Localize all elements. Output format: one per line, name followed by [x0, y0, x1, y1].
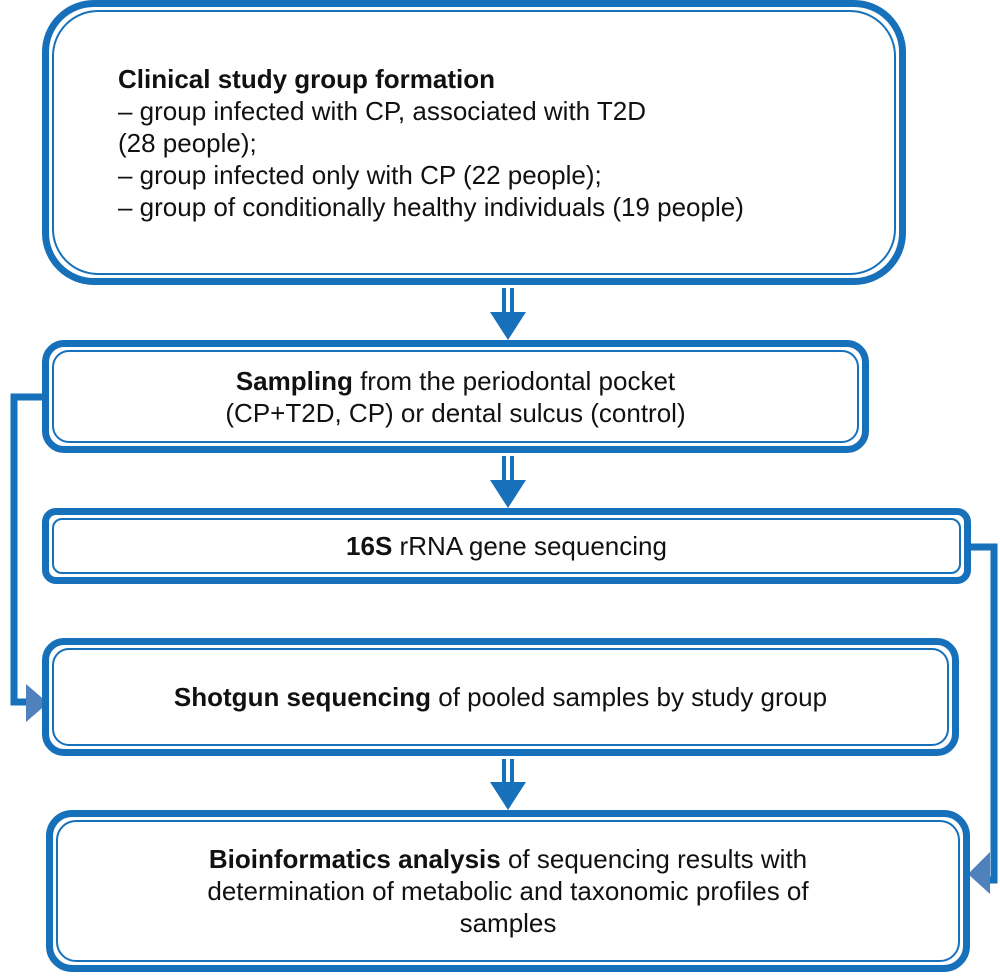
arrow-2-3: [490, 456, 526, 508]
step-16s-sequencing: 16S rRNA gene sequencing: [42, 508, 971, 584]
arrow-4-5: [490, 759, 526, 810]
sampling-line2: (CP+T2D, CP) or dental sulcus (control): [225, 397, 686, 428]
step-sampling: Sampling from the periodontal pocket (CP…: [42, 340, 869, 453]
bypass-left-2-4: [10, 393, 48, 722]
group-formation-title: Clinical study group formation: [118, 63, 496, 94]
16s-text: rRNA gene sequencing: [392, 531, 667, 561]
sampling-bold: Sampling: [235, 365, 353, 396]
bioinformatics-line3: samples: [459, 908, 557, 938]
sampling-text: from the periodontal pocket: [352, 365, 676, 396]
bioinformatics-line2: determination of metabolic and taxonomic…: [207, 876, 809, 906]
shotgun-bold: Shotgun sequencing: [173, 682, 432, 712]
bioinformatics-text: of sequencing results with: [500, 844, 808, 874]
arrow-1-2: [490, 288, 526, 340]
16s-bold: 16S: [346, 531, 393, 561]
group-line: – group infected with CP, associated wit…: [118, 95, 646, 126]
group-line: (28 people);: [118, 127, 257, 158]
group-line: – group infected only with CP (22 people…: [118, 159, 602, 190]
bioinformatics-bold: Bioinformatics analysis: [208, 844, 501, 874]
step-bioinformatics: Bioinformatics analysis of sequencing re…: [46, 810, 970, 972]
step-group-formation: Clinical study group formation – group i…: [42, 0, 906, 285]
group-line: – group of conditionally healthy individ…: [118, 191, 744, 222]
shotgun-text: of pooled samples by study group: [431, 682, 828, 712]
step-shotgun-sequencing: Shotgun sequencing of pooled samples by …: [42, 638, 959, 756]
bypass-right-3-5: [968, 543, 998, 894]
